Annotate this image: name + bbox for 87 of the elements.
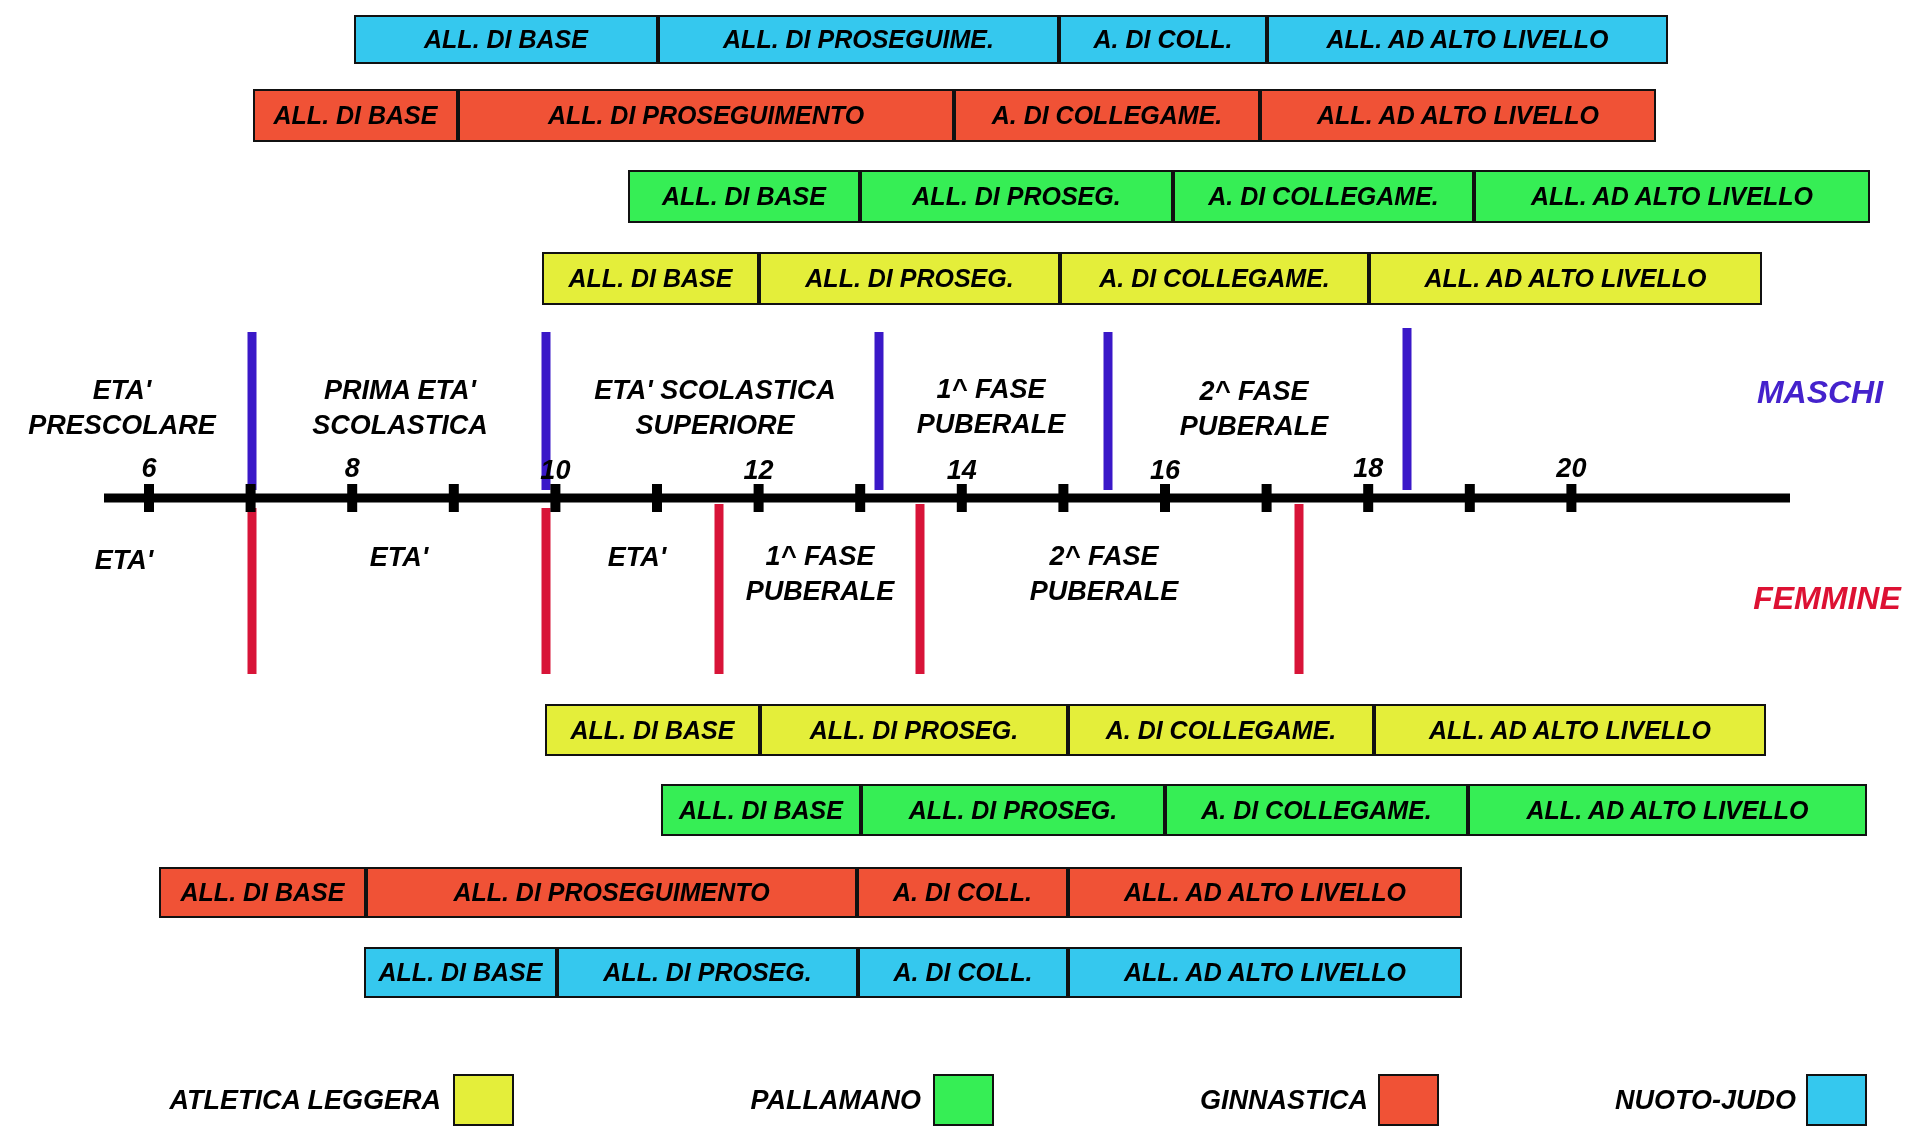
- phase-label: A. DI COLLEGAME.: [1105, 715, 1337, 745]
- phase-label: ALL. DI BASE: [570, 715, 735, 745]
- tick-label: 18: [1353, 451, 1384, 485]
- phase-label: A. DI COLL.: [893, 958, 1033, 987]
- phase-bar-segment: [159, 867, 366, 918]
- phase-bar-segment: [253, 89, 458, 142]
- phase-label: ALL. DI PROSEGUIME.: [723, 25, 994, 54]
- phase-label: ALL. AD ALTO LIVELLO: [1317, 101, 1599, 130]
- phase-label: ALL. DI PROSEGUIMENTO: [453, 878, 770, 907]
- phase-bar-segment: [954, 89, 1260, 142]
- phase-label: ALL. AD ALTO LIVELLO: [1526, 795, 1809, 825]
- legend-label: PALLAMANO: [750, 1084, 921, 1116]
- phase-label: A. DI COLLEGAME.: [991, 101, 1223, 130]
- tick-label: 20: [1556, 451, 1587, 485]
- phase-bar-segment: [1068, 704, 1374, 756]
- age-period-label: ETA': [368, 540, 430, 574]
- phase-label: ALL. DI PROSEGUIMENTO: [547, 101, 865, 130]
- phase-label: A. DI COLL.: [1093, 25, 1233, 54]
- legend-label: ATLETICA LEGGERA: [169, 1084, 441, 1116]
- age-period-label: 1^ FASE PUBERALE: [744, 540, 896, 608]
- tick-label: 12: [743, 453, 774, 487]
- phase-bar-segment: [1068, 947, 1462, 998]
- phase-bar-segment: [1060, 252, 1369, 305]
- phase-bar-segment: [1468, 784, 1867, 836]
- phase-label: ALL. DI BASE: [424, 25, 588, 54]
- phase-label: ALL. DI BASE: [180, 878, 345, 907]
- phase-bar-segment: [364, 947, 557, 998]
- phase-label: ALL. DI BASE: [273, 101, 438, 130]
- age-period-label: ETA': [606, 540, 668, 574]
- phase-label: ALL. DI BASE: [378, 958, 543, 987]
- age-period-label: ETA' PRESCOLARE: [27, 374, 218, 442]
- age-period-label: PRIMA ETA' SCOLASTICA: [311, 374, 489, 442]
- phase-label: ALL. DI BASE: [568, 264, 733, 293]
- phase-label: ALL. DI PROSEG.: [908, 795, 1118, 825]
- phase-label: A. DI COLLEGAME.: [1099, 264, 1330, 293]
- phase-bar-segment: [542, 252, 759, 305]
- tick-label: 14: [946, 453, 977, 487]
- phase-label: ALL. DI BASE: [662, 182, 826, 211]
- phase-bar-segment: [545, 704, 760, 756]
- tick-label: 16: [1150, 453, 1180, 487]
- tick-label: 8: [344, 451, 360, 485]
- phase-bar-segment: [354, 15, 658, 64]
- phase-bar-segment: [861, 784, 1165, 836]
- phase-label: ALL. AD ALTO LIVELLO: [1326, 25, 1609, 54]
- phase-bar-segment: [860, 170, 1173, 223]
- phase-label: ALL. DI BASE: [679, 795, 843, 825]
- phase-label: ALL. AD ALTO LIVELLO: [1429, 715, 1711, 745]
- phase-label: ALL. AD ALTO LIVELLO: [1424, 264, 1707, 293]
- phase-bar-segment: [1474, 170, 1870, 223]
- phase-label: ALL. AD ALTO LIVELLO: [1124, 958, 1406, 987]
- phase-bar-segment: [759, 252, 1060, 305]
- phase-label: ALL. DI PROSEG.: [809, 715, 1019, 745]
- phase-bar-segment: [1369, 252, 1762, 305]
- phase-bar-segment: [661, 784, 861, 836]
- phase-bar-segment: [557, 947, 858, 998]
- phase-bar-segment: [1165, 784, 1468, 836]
- phase-bar-segment: [858, 947, 1068, 998]
- phase-bar-segment: [1173, 170, 1474, 223]
- phase-bar-segment: [458, 89, 954, 142]
- legend-label: GINNASTICA: [1200, 1084, 1368, 1116]
- phase-label: ALL. DI PROSEG.: [805, 264, 1014, 293]
- group-label: MASCHI: [1756, 374, 1884, 410]
- phase-label: ALL. DI PROSEG.: [603, 958, 812, 987]
- phase-bar-segment: [628, 170, 860, 223]
- phase-bar-segment: [1059, 15, 1267, 64]
- phase-label: A. DI COLLEGAME.: [1201, 795, 1432, 825]
- age-period-label: 2^ FASE PUBERALE: [1028, 540, 1180, 608]
- phase-label: A. DI COLL.: [893, 878, 1032, 907]
- phase-label: ALL. AD ALTO LIVELLO: [1531, 182, 1813, 211]
- phase-bar-segment: [857, 867, 1068, 918]
- phase-bar-segment: [1260, 89, 1656, 142]
- phase-label: A. DI COLLEGAME.: [1208, 182, 1439, 211]
- age-period-label: 1^ FASE PUBERALE: [915, 373, 1067, 441]
- phase-bar-segment: [1068, 867, 1462, 918]
- phase-bar-segment: [366, 867, 857, 918]
- group-label: FEMMINE: [1753, 580, 1901, 616]
- phase-bar-segment: [658, 15, 1059, 64]
- age-period-label: ETA': [93, 543, 155, 577]
- phase-bar-segment: [1267, 15, 1668, 64]
- phase-bar-segment: [1374, 704, 1766, 756]
- age-period-label: ETA' SCOLASTICA SUPERIORE: [593, 374, 837, 442]
- phase-label: ALL. DI PROSEG.: [912, 182, 1121, 211]
- age-period-label: 2^ FASE PUBERALE: [1178, 375, 1330, 443]
- phase-bar-segment: [760, 704, 1068, 756]
- phase-label: ALL. AD ALTO LIVELLO: [1124, 878, 1406, 907]
- tick-label: 6: [141, 451, 157, 485]
- legend-label: NUOTO-JUDO: [1615, 1084, 1796, 1116]
